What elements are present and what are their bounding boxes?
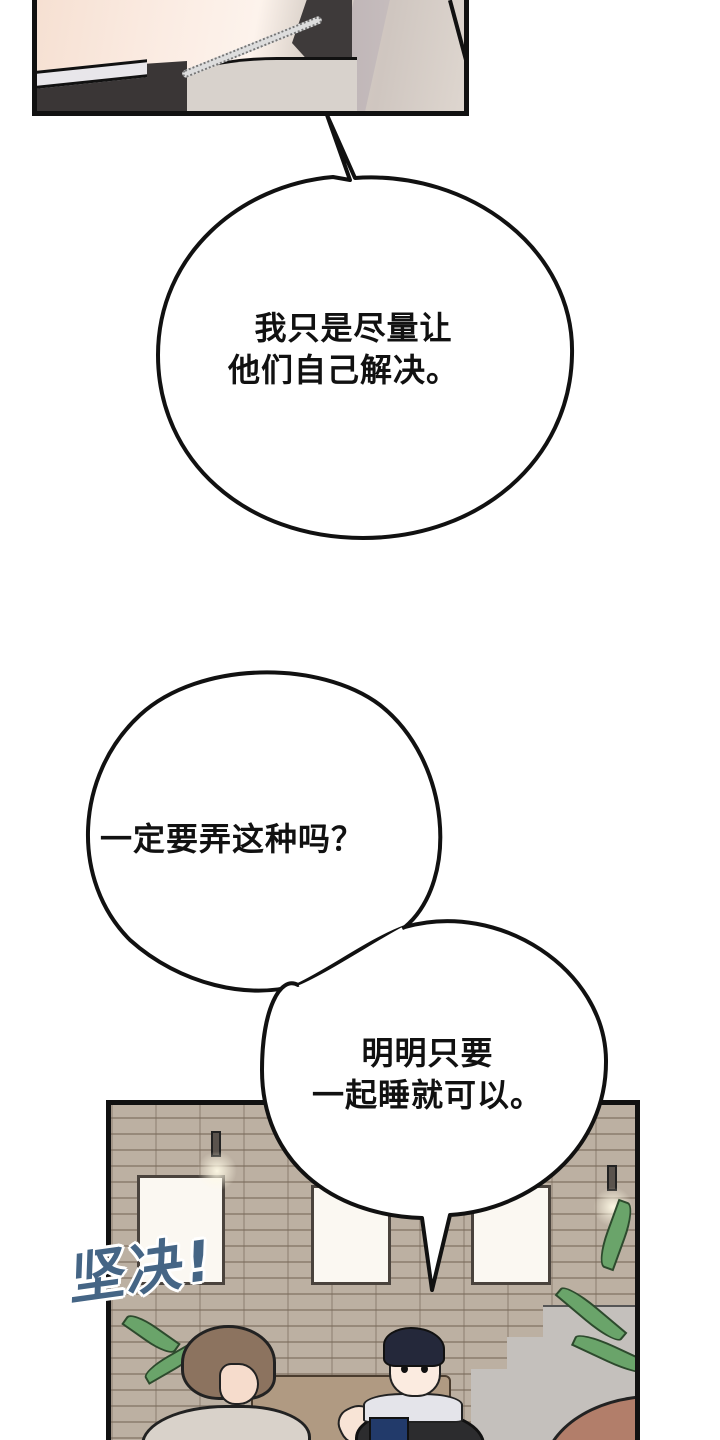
right-character-hair — [383, 1327, 445, 1367]
wall-frame — [137, 1175, 225, 1285]
wall-frame — [471, 1185, 551, 1285]
book — [369, 1417, 409, 1440]
wall-frame — [311, 1185, 391, 1285]
bubble-2-line-1: 一定要弄这种吗？ — [100, 820, 365, 858]
eye — [401, 1365, 408, 1373]
lamp-glow — [197, 1151, 237, 1191]
bubble-1-text: 我只是尽量让 他们自己解决。 — [228, 307, 459, 391]
top-panel — [32, 0, 469, 116]
bubble-1-line-1: 我只是尽量让 — [254, 309, 453, 347]
lapel-line — [448, 0, 464, 69]
bubble-3-text: 明明只要 一起睡就可以。 — [312, 1032, 543, 1116]
bubble-3-line-2: 一起睡就可以。 — [312, 1076, 544, 1114]
bubble-2-text: 一定要弄这种吗？ — [100, 818, 364, 860]
left-character-face — [219, 1363, 259, 1405]
jacket-collar — [157, 57, 357, 111]
eye — [421, 1365, 428, 1373]
bubble-1-line-2: 他们自己解决。 — [228, 351, 460, 389]
bubble-3-line-1: 明明只要 — [361, 1034, 494, 1072]
